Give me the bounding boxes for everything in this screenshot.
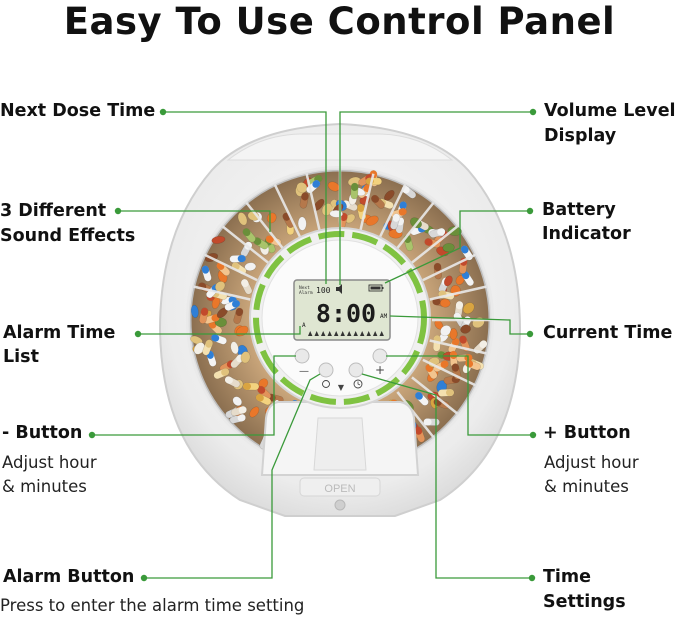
next-dose-time-readout: 100 bbox=[316, 286, 331, 295]
speaker-icon bbox=[336, 284, 342, 294]
clock-icon bbox=[353, 379, 363, 389]
battery-indicator-label-line2: Indicator bbox=[542, 224, 631, 244]
down-arrow-icon: ▼ bbox=[338, 383, 345, 392]
sound-effects-label-line1: 3 Different bbox=[0, 201, 107, 221]
alarm-button-label: Alarm Button bbox=[3, 567, 135, 587]
plus-button[interactable]: + bbox=[372, 348, 388, 377]
callout-lines bbox=[88, 108, 537, 582]
lcd-next-label: Next bbox=[299, 285, 310, 291]
battery-icon bbox=[368, 284, 384, 292]
alarm-time-list bbox=[308, 331, 384, 336]
page-title: Easy To Use Control Panel bbox=[63, 0, 616, 43]
alarm-button[interactable] bbox=[318, 362, 334, 388]
minus-button-desc-line1: Adjust hour bbox=[2, 453, 97, 472]
alarm-clock-icon bbox=[322, 380, 330, 388]
current-time-readout: 8:00 bbox=[316, 299, 376, 328]
alarm-indicator: A bbox=[302, 322, 306, 329]
time-settings-label: Time Settings bbox=[543, 567, 626, 612]
minus-button-desc-line2: & minutes bbox=[2, 477, 87, 496]
alarm-button-desc: Press to enter the alarm time setting bbox=[0, 596, 305, 615]
lcd-display: Next Alarm 100 8:00 AM A bbox=[293, 279, 391, 341]
time-settings-button[interactable] bbox=[348, 362, 364, 389]
alarm-time-list-label-line1: Alarm Time bbox=[3, 323, 116, 343]
alarm-time-list-label-line2: List bbox=[3, 347, 39, 367]
dispensing-door: OPEN bbox=[260, 401, 420, 511]
volume-level-label-line2: Display bbox=[544, 126, 617, 146]
door-label: OPEN bbox=[324, 483, 355, 495]
volume-level-label-line1: Volume Level bbox=[544, 101, 676, 121]
plus-button-desc-line1: Adjust hour bbox=[544, 453, 639, 472]
ampm-indicator: AM bbox=[380, 313, 388, 320]
minus-button-label: - Button bbox=[2, 423, 83, 443]
plus-button-label: + Button bbox=[543, 423, 631, 443]
battery-indicator-label-line1: Battery bbox=[542, 200, 616, 220]
current-time-label: Current Time bbox=[543, 323, 673, 343]
minus-button[interactable]: — bbox=[294, 348, 310, 377]
plus-symbol: + bbox=[375, 363, 385, 377]
minus-symbol: — bbox=[299, 366, 309, 377]
plus-button-desc-line2: & minutes bbox=[544, 477, 629, 496]
sound-effects-label-line2: Sound Effects bbox=[0, 226, 136, 246]
next-dose-time-label: Next Dose Time bbox=[0, 101, 156, 121]
lcd-alarm-label: Alarm bbox=[299, 290, 313, 296]
